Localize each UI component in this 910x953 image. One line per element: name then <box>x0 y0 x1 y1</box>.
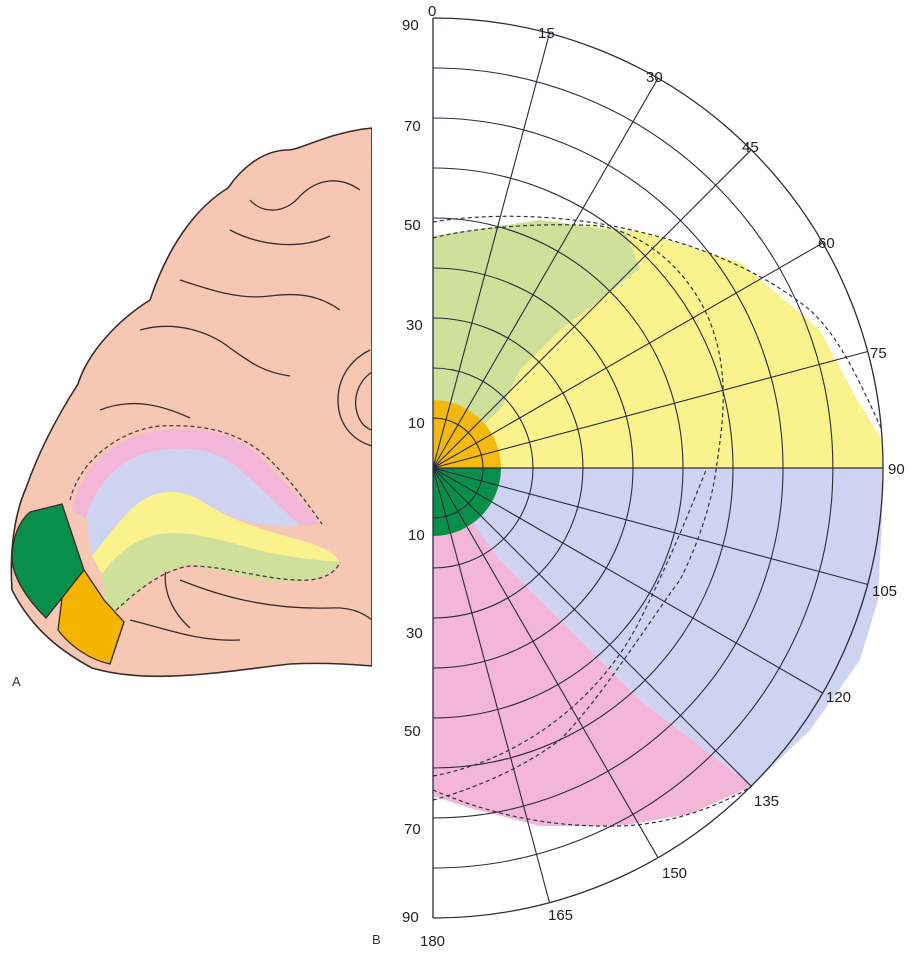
meridian-label: 150 <box>662 865 687 882</box>
meridian-label: 15 <box>538 25 555 42</box>
meridian-label: 180 <box>420 933 445 950</box>
eccentricity-label: 70 <box>404 118 421 135</box>
meridian-label: 90 <box>888 461 905 478</box>
eccentricity-label: 30 <box>406 625 423 642</box>
meridian-label: 165 <box>548 907 573 924</box>
meridian-label: 120 <box>826 689 851 706</box>
hemisphere-cut-edge <box>372 120 386 680</box>
eccentricity-label: 90 <box>402 17 419 34</box>
meridian-label: 135 <box>754 793 779 810</box>
eccentricity-label: 10 <box>408 527 425 544</box>
meridian-label: 45 <box>742 139 759 156</box>
panel-label-b: B <box>372 932 381 947</box>
brain-medial-view: A <box>11 120 386 689</box>
meridian-label: 30 <box>646 69 663 86</box>
panel-label-a: A <box>12 674 21 689</box>
eccentricity-label: 90 <box>402 909 419 926</box>
eccentricity-label: 30 <box>406 317 423 334</box>
eccentricity-label: 70 <box>404 821 421 838</box>
meridian-label: 0 <box>428 3 436 20</box>
eccentricity-label: 50 <box>404 723 421 740</box>
eccentricity-label: 50 <box>404 217 421 234</box>
meridian-label: 75 <box>870 345 887 362</box>
eccentricity-label: 10 <box>408 415 425 432</box>
perimetry-chart: 90 70 50 30 10 10 30 50 70 90 0 15 30 45… <box>372 3 905 950</box>
meridian-label: 105 <box>872 583 897 600</box>
meridian-label: 60 <box>818 235 835 252</box>
